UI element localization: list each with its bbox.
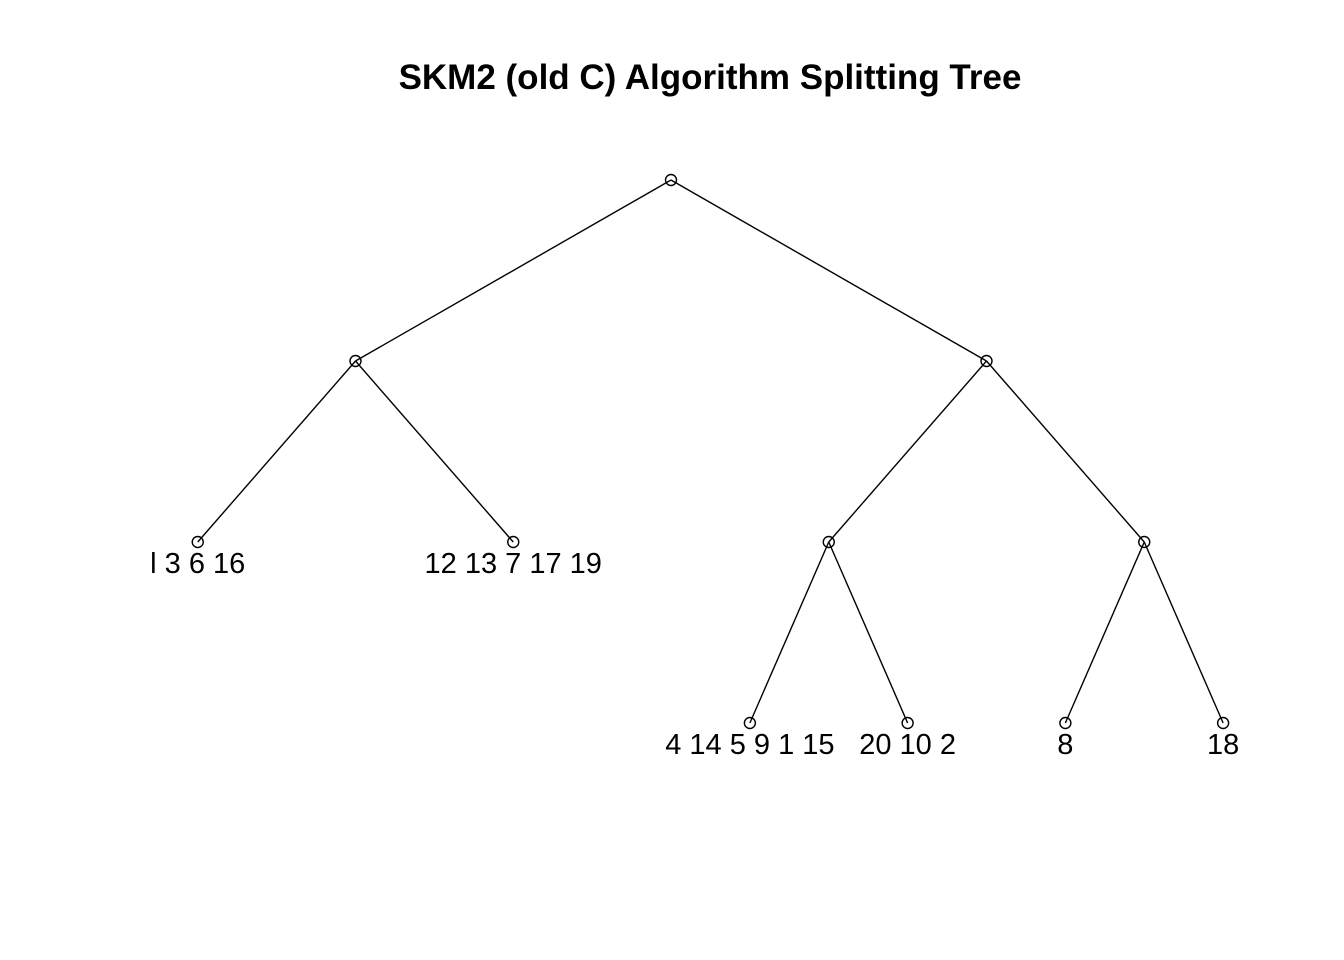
node-leaf-d: [901, 716, 914, 730]
edge-n-right-left-to-leaf-d: [828, 541, 909, 724]
node-leaf-b: [507, 535, 520, 549]
edge-n-right-left-to-leaf-c: [749, 541, 830, 724]
node-n-right-right: [1138, 535, 1151, 549]
leaf-label-leaf-e: 8: [1057, 729, 1073, 761]
edge-n-right-to-n-right-right: [985, 360, 1145, 543]
edge-n-left-to-leaf-b: [354, 360, 514, 543]
diagram-title: SKM2 (old C) Algorithm Splitting Tree: [398, 58, 1022, 97]
edge-n-right-to-n-right-left: [828, 360, 988, 543]
edge-root-to-n-right: [670, 179, 987, 362]
node-leaf-f: [1216, 716, 1230, 730]
leaf-label-leaf-f: 18: [1207, 729, 1239, 761]
node-n-right-left: [822, 535, 835, 549]
leaf-label-leaf-a: l 3 6 16: [150, 548, 245, 580]
edge-n-left-to-leaf-a: [197, 360, 357, 543]
node-leaf-c: [743, 716, 757, 730]
leaf-label-leaf-c: 4 14 5 9 1 15: [665, 729, 834, 761]
node-n-left: [349, 354, 362, 368]
tree-nodes: [191, 173, 1230, 730]
node-root: [664, 173, 678, 187]
edge-root-to-n-left: [355, 179, 672, 362]
leaf-label-leaf-b: 12 13 7 17 19: [425, 548, 602, 580]
node-leaf-a: [191, 535, 204, 549]
leaf-labels: l 3 6 16 12 13 7 17 19 4 14 5 9 1 15 20 10 …: [150, 548, 1239, 761]
tree-edges: [197, 179, 1224, 724]
edge-n-right-right-to-leaf-f: [1143, 541, 1224, 724]
node-leaf-e: [1059, 716, 1072, 730]
node-n-right: [980, 354, 993, 368]
edge-n-right-right-to-leaf-e: [1064, 541, 1145, 724]
leaf-label-leaf-d: 20 10 2: [859, 729, 956, 761]
